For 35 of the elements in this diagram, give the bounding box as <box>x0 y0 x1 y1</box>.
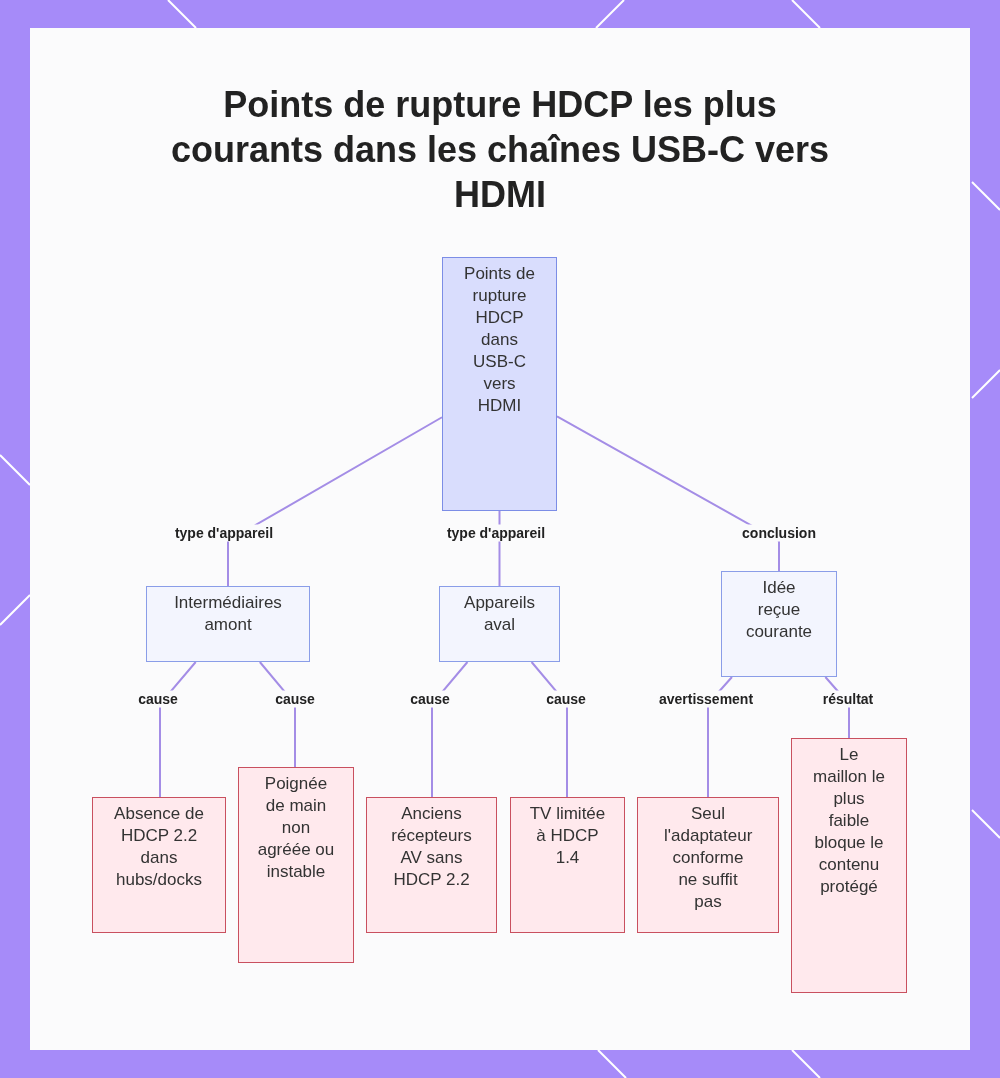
connector-line <box>530 661 568 798</box>
edge-label: cause <box>408 690 452 708</box>
connector-line <box>227 416 443 587</box>
node-label: Le maillon le plus faible bloque le contenu protégé <box>812 744 886 898</box>
edge-label: avertissement <box>656 690 756 708</box>
outcome-box <box>92 797 226 933</box>
connector-line <box>431 661 469 798</box>
node-label: TV limitée à HDCP 1.4 <box>528 803 607 869</box>
edge-label: cause <box>544 690 588 708</box>
category-box <box>721 571 837 677</box>
outcome-box <box>238 767 354 963</box>
outcome-box <box>637 797 779 933</box>
node-label: Idée reçue courante <box>744 577 814 643</box>
connector-line <box>159 661 197 798</box>
outcome-box <box>791 738 907 993</box>
edge-label: cause <box>136 690 180 708</box>
node-label: Seul l'adaptateur conforme ne suffit pas <box>664 803 752 913</box>
edge-label: type d'appareil <box>444 524 548 542</box>
category-box <box>146 586 310 662</box>
edge-label: résultat <box>820 690 876 708</box>
node-label: Anciens récepteurs AV sans HDCP 2.2 <box>390 803 473 891</box>
node-label: Points de rupture HDCP dans USB-C vers HDMI <box>463 263 536 417</box>
node-label: Intermédiaires amont <box>173 592 283 636</box>
node-label: Absence de HDCP 2.2 dans hubs/docks <box>113 803 205 891</box>
node-label: Poignée de main non agréée ou instable <box>256 773 336 883</box>
outcome-box <box>366 797 497 933</box>
edge-label: type d'appareil <box>172 524 276 542</box>
node-label: Appareils aval <box>463 592 536 636</box>
category-box <box>439 586 560 662</box>
outcome-box <box>510 797 625 933</box>
diagram-title: Points de rupture HDCP les plus courants dans les chaînes USB-C vers HDMI <box>169 83 831 217</box>
topic-box <box>442 257 557 511</box>
edge-label: cause <box>273 690 317 708</box>
connector-line <box>556 415 780 572</box>
edge-label: conclusion <box>740 524 818 542</box>
